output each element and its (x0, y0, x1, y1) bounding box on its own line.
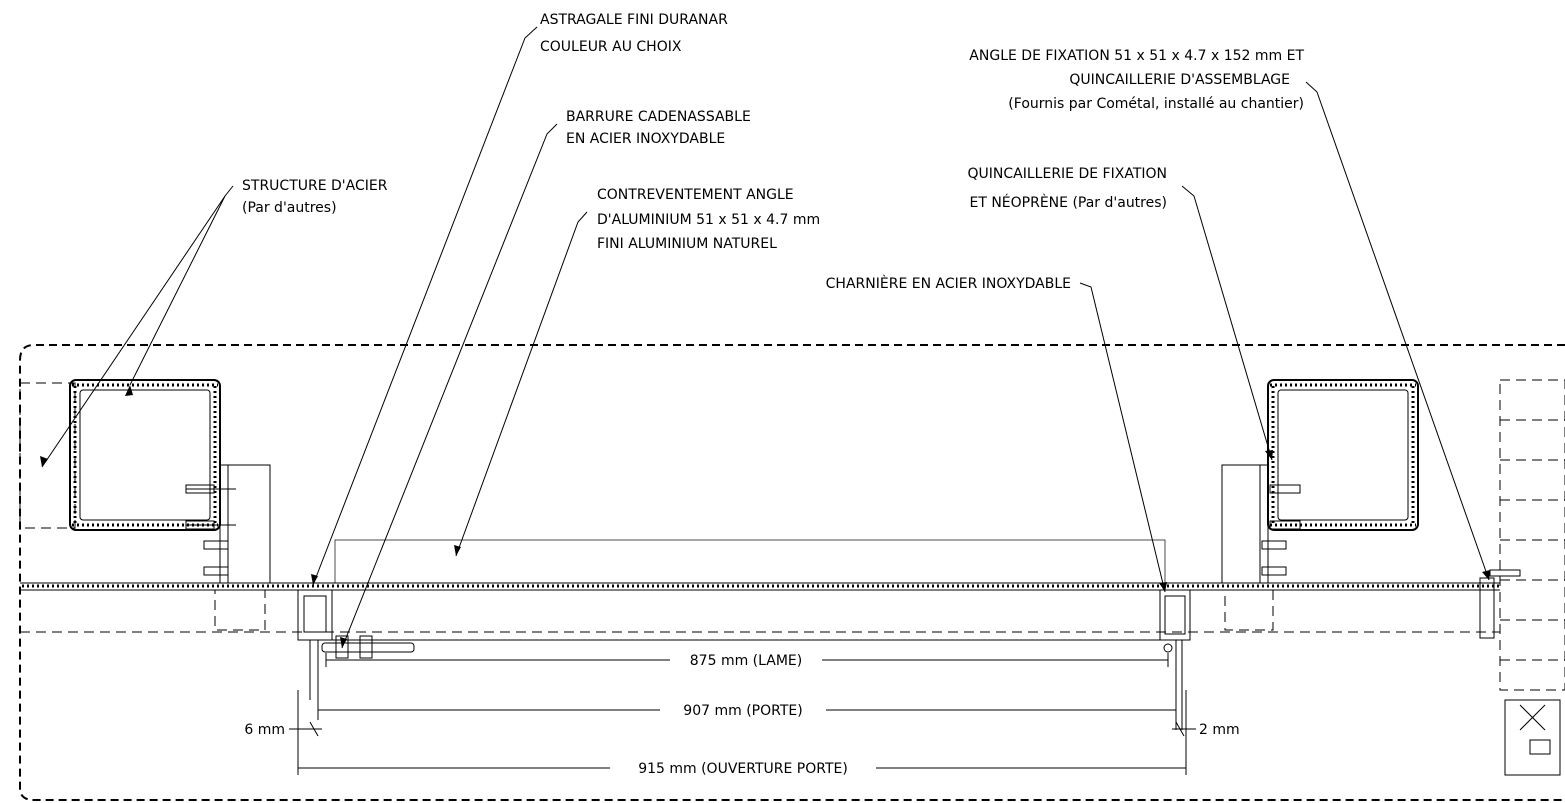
label-contrevent-1: CONTREVENTEMENT ANGLE (597, 187, 794, 203)
label-structure-1: STRUCTURE D'ACIER (242, 178, 388, 194)
dim-lame (325, 653, 1169, 667)
dim-porte (317, 700, 1177, 720)
leader-astragale (312, 26, 538, 586)
arrow-head (1159, 582, 1167, 592)
dim-label-ouverture: 915 mm (OUVERTURE PORTE) (638, 761, 848, 777)
label-quinc-2: ET NÉOPRÈNE (Par d'autres) (969, 194, 1167, 211)
label-contrevent-3: FINI ALUMINIUM NATUREL (597, 236, 777, 252)
label-angle-3: (Fournis par Cométal, installé au chanti… (1008, 96, 1304, 112)
label-contrevent-2: D'ALUMINIUM 51 x 51 x 4.7 mm (597, 212, 820, 228)
door-leaf (297, 589, 1191, 730)
left-jamb-dashed (214, 589, 266, 631)
arrow-head (1482, 570, 1490, 580)
right-fixing-plate (1221, 464, 1301, 584)
label-astragale-1: ASTRAGALE FINI DURANAR (540, 12, 728, 28)
arrow-head (1265, 450, 1273, 460)
label-angle-1: ANGLE DE FIXATION 51 x 51 x 4.7 x 152 mm… (969, 48, 1304, 64)
label-quinc-1: QUINCAILLERIE DE FIXATION (968, 166, 1167, 182)
fixing-angle-right (1489, 569, 1521, 577)
label-barrure-1: BARRURE CADENASSABLE (566, 109, 751, 125)
arrow-head (40, 456, 48, 467)
dim-gaps (289, 721, 1196, 737)
label-charniere: CHARNIÈRE EN ACIER INOXYDABLE (826, 275, 1071, 292)
right-steel-tube (1267, 379, 1419, 531)
arrow-head (125, 385, 133, 396)
dim-label-right-gap: 2 mm (1199, 722, 1240, 738)
label-barrure-2: EN ACIER INOXYDABLE (566, 131, 725, 147)
leader-quinc (1181, 185, 1273, 461)
label-angle-2: QUINCAILLERIE D'ASSEMBLAGE (1069, 72, 1290, 88)
leader-barrure (341, 123, 558, 649)
dim-label-porte: 907 mm (PORTE) (683, 703, 802, 719)
leader-structure-1 (41, 185, 234, 468)
dim-label-left-gap: 6 mm (244, 722, 285, 738)
leader-angle (1305, 81, 1490, 581)
dim-ouverture (297, 690, 1187, 775)
arrow-head (340, 637, 347, 648)
padlock-bar (321, 635, 415, 659)
detail-boundary (19, 344, 1565, 801)
leader-structure-2 (129, 195, 226, 386)
label-structure-2: (Par d'autres) (242, 200, 337, 216)
masonry-wall (1479, 379, 1565, 776)
right-jamb-dashed (1224, 589, 1274, 631)
dim-label-lame: 875 mm (LAME) (690, 653, 802, 669)
leader-contrevent (455, 211, 588, 557)
label-astragale-2: COULEUR AU CHOIX (540, 39, 682, 55)
arrow-head (454, 545, 461, 556)
arrow-head (311, 574, 318, 585)
hinge-pin (1163, 643, 1173, 653)
leader-charniere (1079, 282, 1166, 593)
bracing-angle (334, 539, 1166, 584)
